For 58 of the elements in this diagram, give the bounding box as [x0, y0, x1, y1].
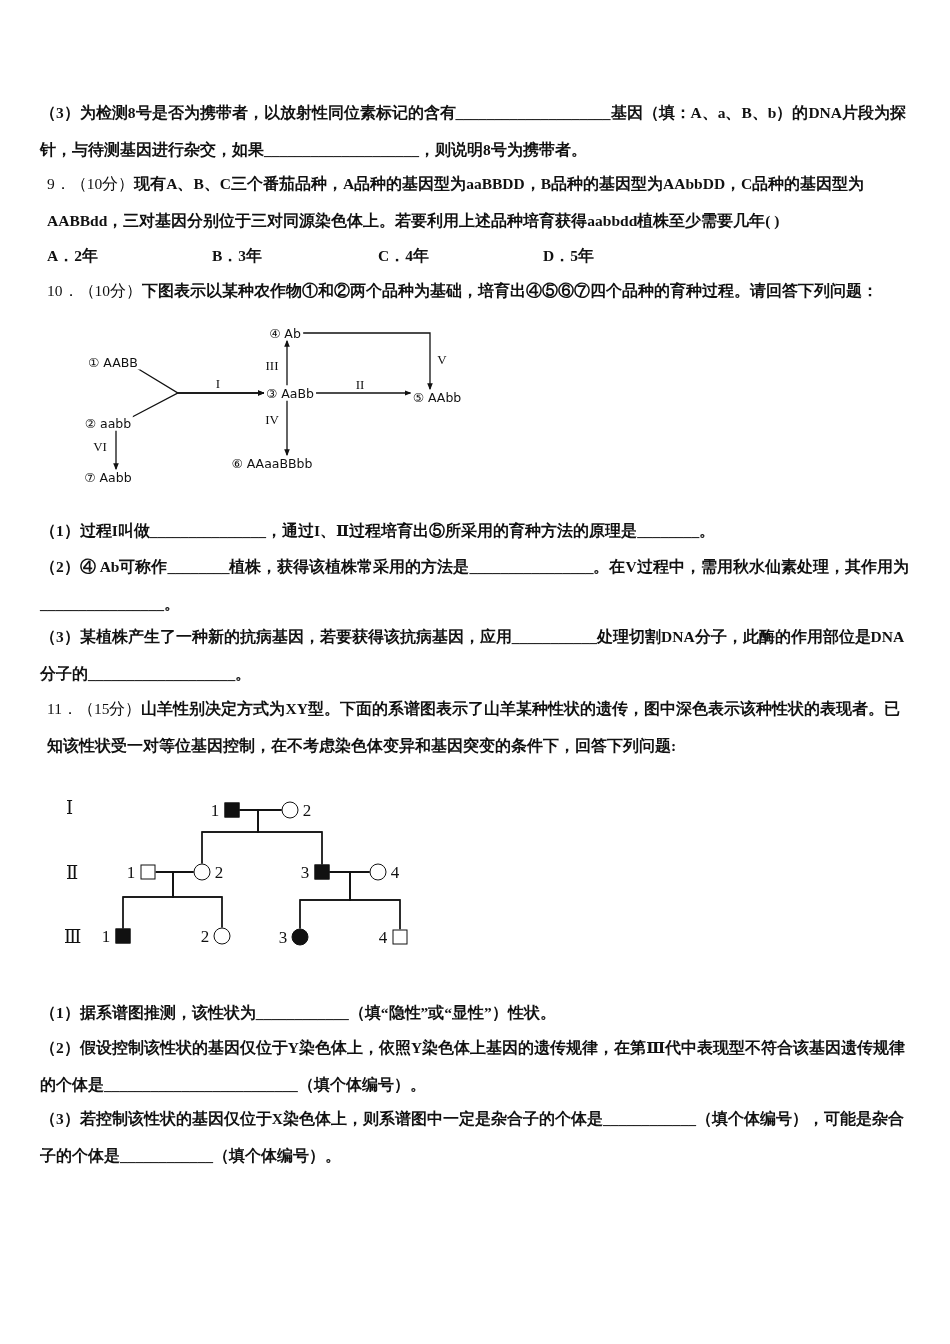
arrow [113, 429, 119, 471]
descent-line [172, 871, 223, 929]
question-text: 9．（10分）现有A、B、C三个番茄品种，A品种的基因型为aaBBDD，B品种的基因型为AAbbDD，C品种的基因型为AABBdd，三对基因分别位于三对同源染色体上。若要利用上述品种培育获得aabbdd植株至少需要几年( ) [47, 173, 866, 231]
individual-number: 1 [126, 864, 136, 882]
question-text: 10．（10分）下图表示以某种农作物①和②两个品种为基础，培育出④⑤⑥⑦四个品种的育种过程。请回答下列问题： [47, 280, 879, 301]
question-text: （1）据系谱图推测，该性状为____________（填“隐性”或“显性”）性状。 [40, 1002, 557, 1023]
individual-number: 2 [214, 864, 224, 882]
question-text: （1）过程I叫做_______________，通过I、Ⅱ过程培育出⑤所采用的育种方法的原理是________。 [40, 520, 717, 541]
question-text: 11．（15分）山羊性别决定方式为XY型。下面的系谱图表示了山羊某种性状的遗传，图中深色表示该种性状的表现者。已知该性状受一对等位基因控制，在不考虑染色体变异和基因突变的条件下，回答下列问题: [47, 698, 901, 756]
arrow [284, 399, 290, 457]
genotype-label: ③ AaBb [264, 385, 316, 401]
edge-label: IV [264, 413, 280, 427]
answer-choice: B．3年 [212, 245, 263, 266]
edge-label: III [264, 359, 280, 373]
unaffected-male-square [392, 929, 408, 945]
question-text: （3）某植株产生了一种新的抗病基因，若要获得该抗病基因，应用___________处理切割DNA分子，此酶的作用部位是DNA分子的___________________。 [40, 626, 906, 684]
unaffected-female-circle [369, 863, 387, 881]
arrow [315, 390, 412, 396]
individual-number: 2 [200, 928, 210, 946]
question-text: （2）④ Ab可称作________植株，获得该植株常采用的方法是________________。在V过程中，需用秋水仙素处理，其作用为________________。 [40, 556, 910, 614]
individual-number: 1 [101, 928, 111, 946]
affected-male-square [224, 802, 240, 818]
arrow [130, 390, 265, 419]
edge-label: I [214, 377, 222, 391]
genotype-label: ④ Ab [267, 325, 303, 341]
individual-number: 1 [210, 802, 220, 820]
affected-male-square [314, 864, 330, 880]
answer-choice: D．5年 [543, 245, 594, 266]
edge-label: V [436, 353, 448, 367]
genotype-label: ⑤ AAbb [410, 389, 464, 405]
genotype-label: ② aabb [82, 415, 134, 431]
descent-line [349, 871, 401, 931]
edge-label: VI [92, 440, 108, 454]
answer-choice: A．2年 [47, 245, 98, 266]
individual-number: 3 [278, 929, 288, 947]
genotype-label: ⑦ Aabb [82, 469, 134, 485]
question-text: （3）若控制该性状的基因仅位于X染色体上，则系谱图中一定是杂合子的个体是____________（填个体编号），可能是杂合子的个体是____________（填个体编号）。 [40, 1108, 905, 1166]
affected-male-square [115, 928, 131, 944]
arrow [284, 339, 290, 387]
arrow [302, 332, 433, 391]
question-text: （3）为检测8号是否为携带者，以放射性同位素标记的含有____________________基因（填：A、a、B、b）的DNA片段为探针，与待测基因进行杂交，如果____________________，则说明8号为携带者。 [40, 102, 907, 160]
question-text: （2）假设控制该性状的基因仅位于Y染色体上，依照Y染色体上基因的遗传规律，在第Ⅲ代中表现型不符合该基因遗传规律的个体是_________________________（填个体编号）。 [40, 1037, 906, 1095]
generation-label: Ⅲ [64, 925, 82, 949]
individual-number: 3 [300, 864, 310, 882]
generation-label: Ⅱ [66, 861, 79, 885]
answer-choice: C．4年 [378, 245, 429, 266]
unaffected-male-square [140, 864, 156, 880]
edge-label: II [354, 378, 366, 392]
unaffected-female-circle [281, 801, 299, 819]
unaffected-female-circle [213, 927, 231, 945]
unaffected-female-circle [193, 863, 211, 881]
genotype-label: ⑥ AAaaBBbb [229, 455, 315, 471]
affected-female-circle [291, 928, 309, 946]
individual-number: 4 [390, 864, 400, 882]
generation-label: Ⅰ [66, 796, 74, 820]
descent-line [257, 809, 323, 866]
individual-number: 4 [378, 929, 388, 947]
individual-number: 2 [302, 802, 312, 820]
